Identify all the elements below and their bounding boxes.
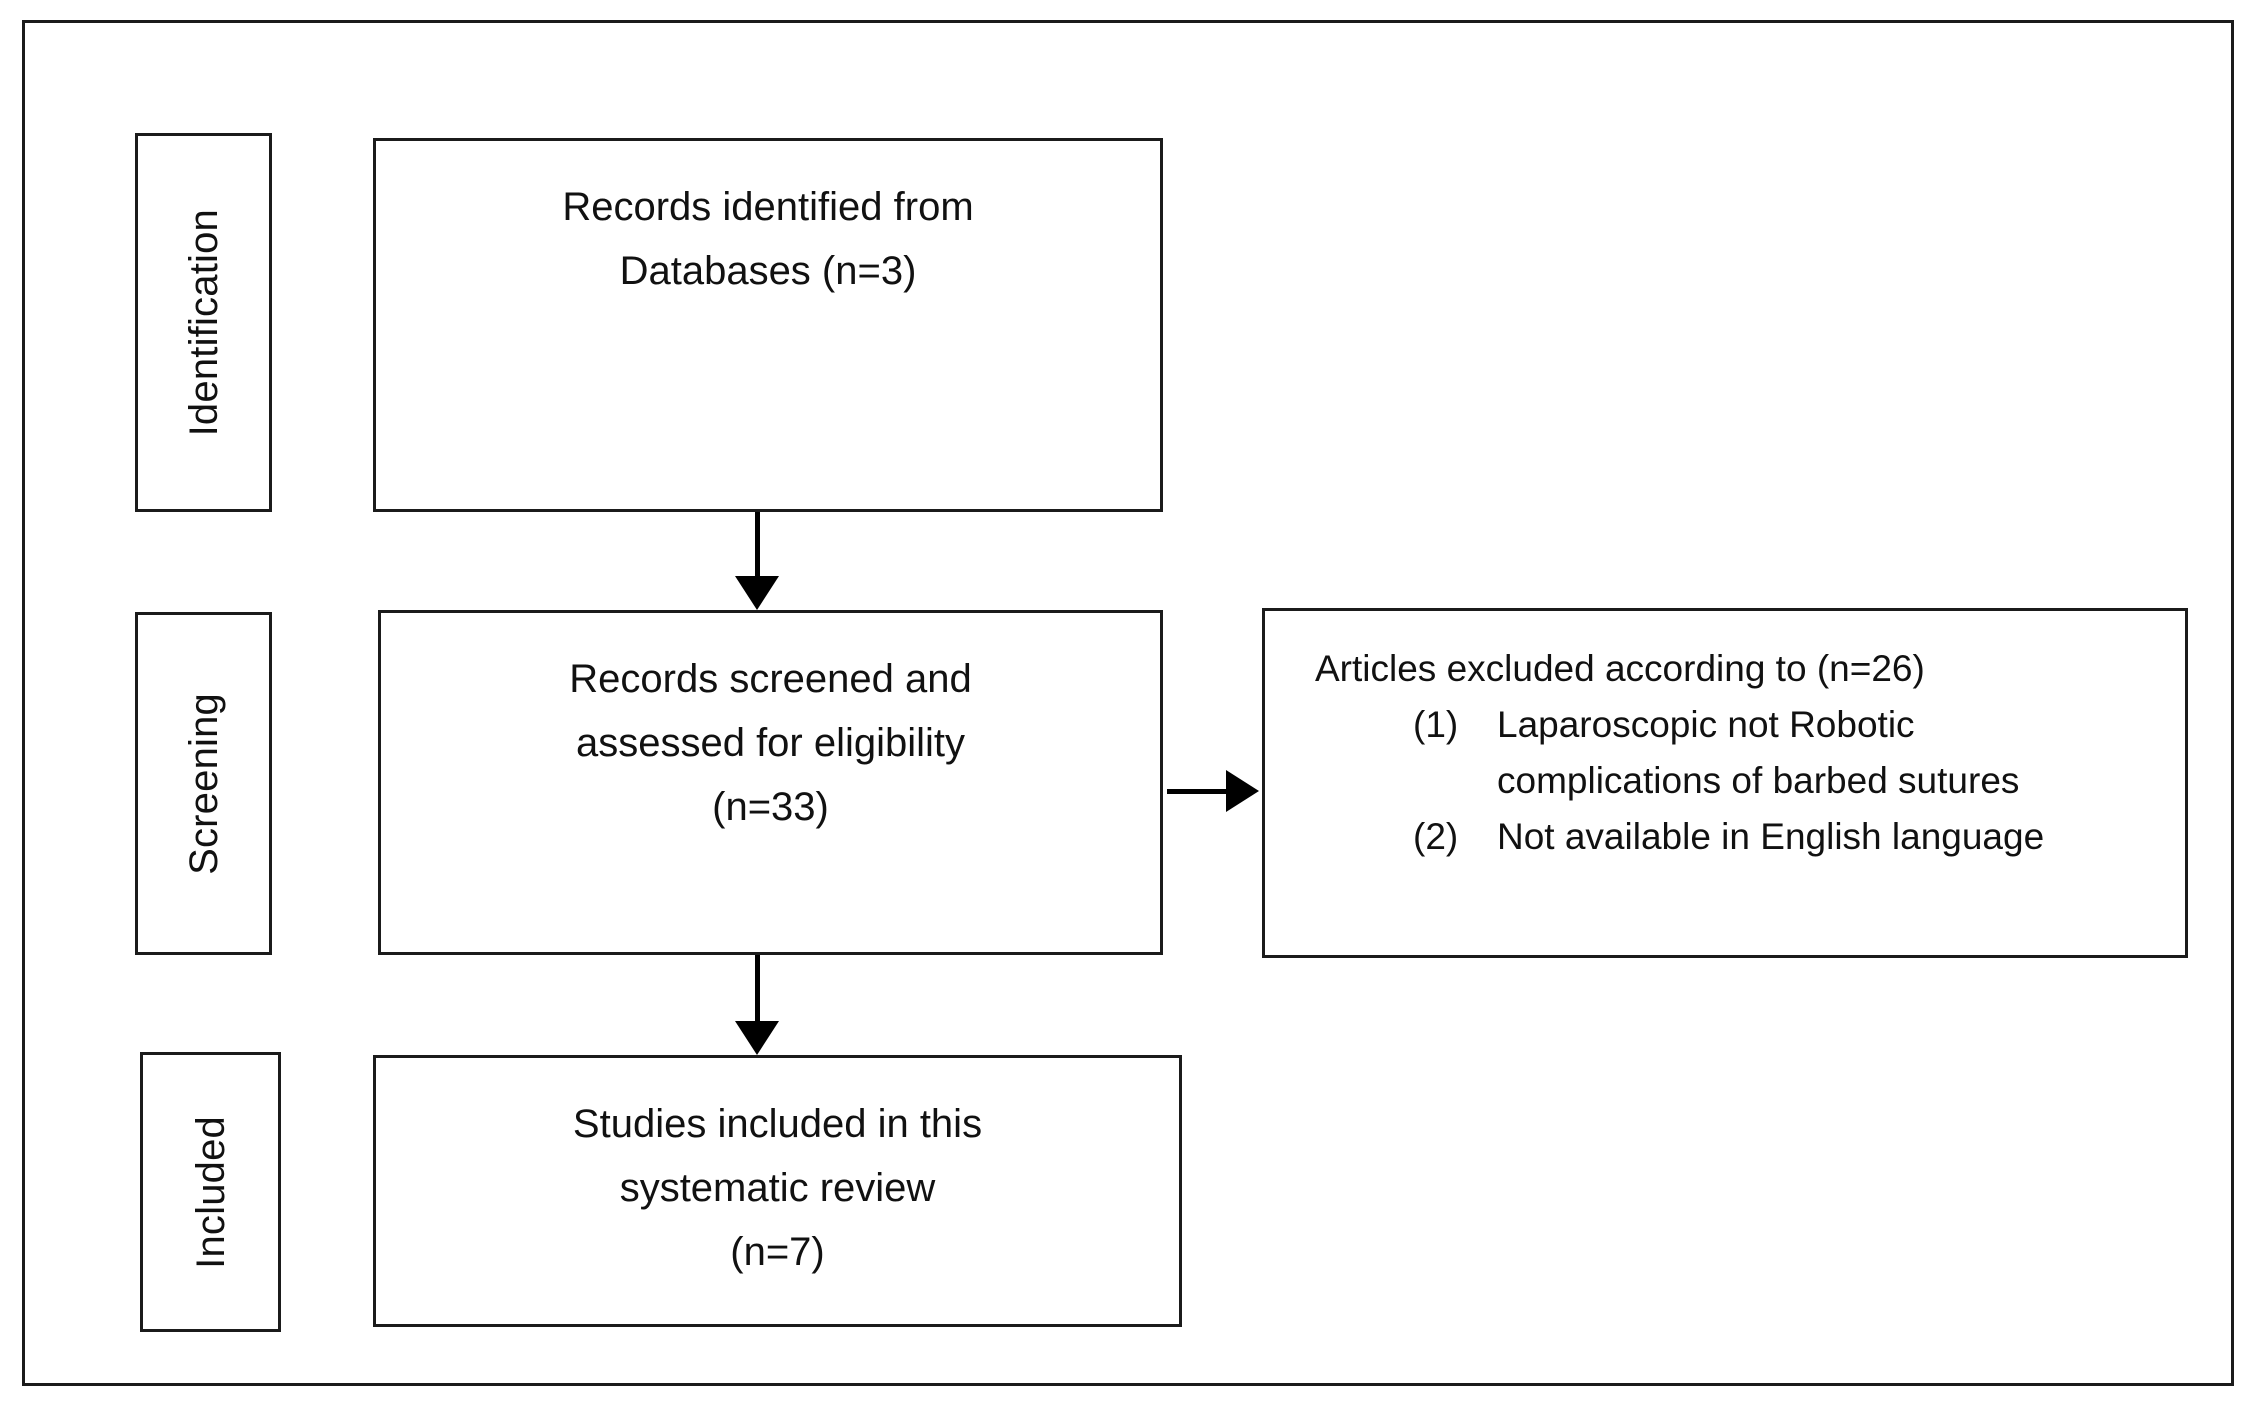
text-line: systematic review	[619, 1166, 936, 1210]
stage-label-screening: Screening	[135, 612, 272, 955]
text-line: (n=7)	[730, 1230, 825, 1274]
arrow-head-down-icon	[735, 1021, 779, 1055]
stage-label-identification-text: Identification	[181, 208, 226, 437]
text-line: Laparoscopic not Robotic	[1497, 704, 1915, 745]
exclusion-reason-marker: (2)	[1413, 816, 1459, 857]
text-line: Studies included in this	[572, 1102, 983, 1146]
box-records-identified-text: Records identified from Databases (n=3)	[376, 175, 1160, 303]
stage-label-included-text: Included	[188, 1115, 233, 1269]
box-studies-included-text: Studies included in this systematic revi…	[376, 1092, 1179, 1284]
exclusion-heading: Articles excluded according to (n=26)	[1315, 648, 1925, 689]
exclusion-reason-list: (1) Laparoscopic not Robotic complicatio…	[1291, 697, 2159, 865]
exclusion-reason-item-continuation: complications of barbed sutures	[1291, 753, 2159, 809]
exclusion-reason-item: (1) Laparoscopic not Robotic	[1291, 697, 2159, 753]
text-line: Databases (n=3)	[619, 249, 917, 293]
arrow-shaft	[1167, 788, 1235, 794]
arrow-identification-to-screening	[735, 512, 779, 610]
stage-label-included: Included	[140, 1052, 281, 1332]
arrow-shaft	[754, 955, 760, 1025]
text-line: (n=33)	[712, 785, 829, 829]
text-line: Records screened and	[569, 657, 972, 701]
arrow-shaft	[754, 512, 760, 580]
stage-label-identification: Identification	[135, 133, 272, 512]
box-studies-included: Studies included in this systematic revi…	[373, 1055, 1182, 1327]
text-line: complications of barbed sutures	[1497, 760, 2020, 801]
box-records-identified: Records identified from Databases (n=3)	[373, 138, 1163, 512]
box-records-screened-text: Records screened and assessed for eligib…	[381, 647, 1160, 839]
arrow-head-down-icon	[735, 576, 779, 610]
text-line: Not available in English language	[1497, 816, 2045, 857]
text-line: assessed for eligibility	[575, 721, 966, 765]
arrow-screening-to-exclusion	[1167, 769, 1259, 813]
exclusion-reason-item: (2) Not available in English language	[1291, 809, 2159, 865]
text-line: Records identified from	[562, 185, 974, 229]
exclusion-reason-marker: (1)	[1413, 704, 1459, 745]
arrow-head-right-icon	[1226, 770, 1259, 812]
box-records-screened: Records screened and assessed for eligib…	[378, 610, 1163, 955]
stage-label-screening-text: Screening	[181, 692, 226, 875]
arrow-screening-to-included	[735, 955, 779, 1055]
box-articles-excluded: Articles excluded according to (n=26) (1…	[1262, 608, 2188, 958]
